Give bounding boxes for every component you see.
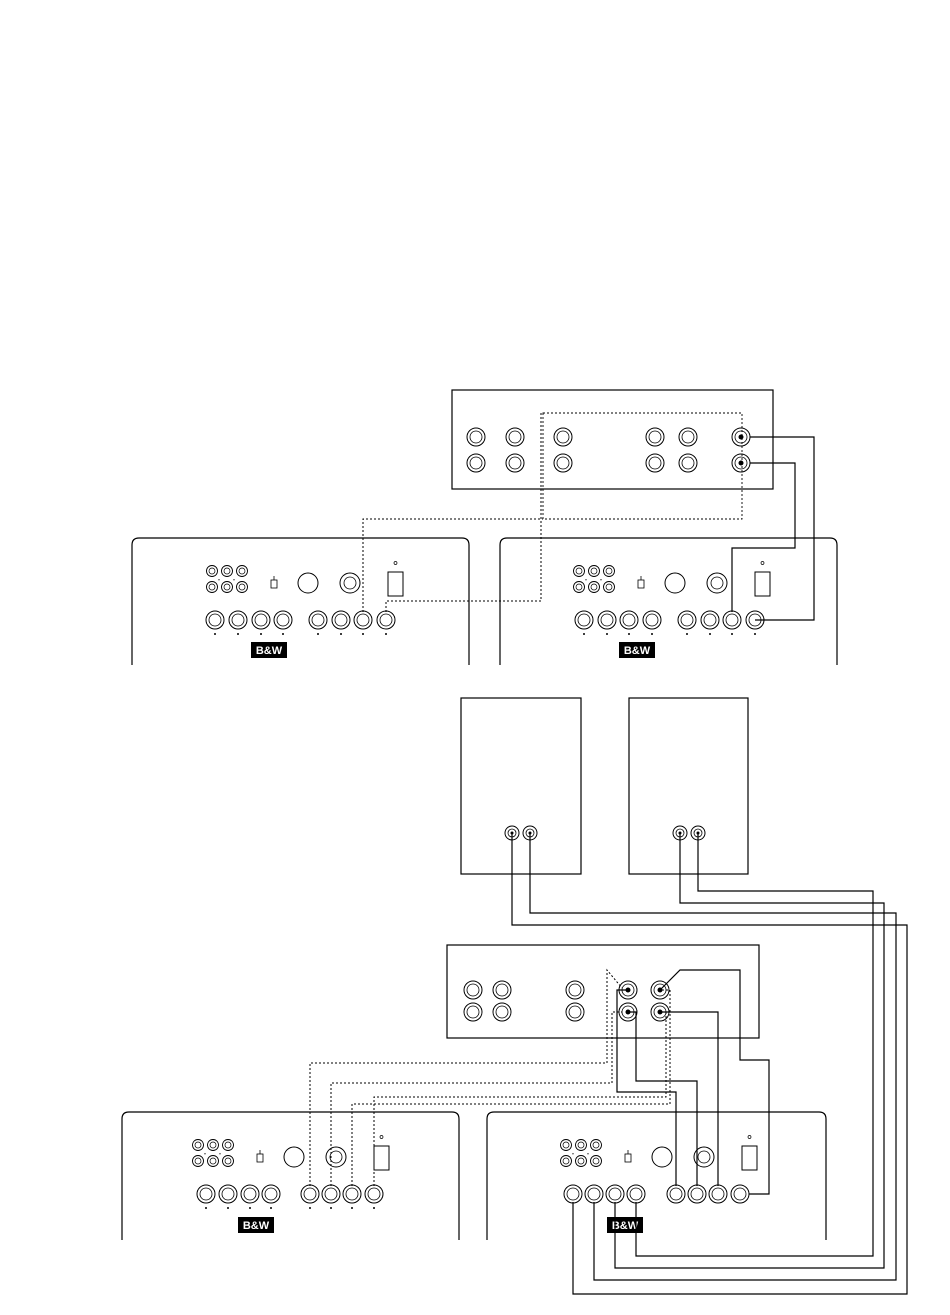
brand-logo: B&W bbox=[238, 1217, 274, 1233]
preamplifier bbox=[452, 390, 773, 519]
brand-logo: B&W bbox=[251, 642, 287, 658]
figure-top: B&W B&W bbox=[132, 390, 837, 665]
subwoofer-left-bottom: B&W bbox=[122, 1112, 459, 1240]
subwoofer-right-top: B&W bbox=[500, 538, 837, 665]
svg-text:B&W: B&W bbox=[243, 1220, 270, 1232]
svg-text:B&W: B&W bbox=[256, 645, 283, 657]
subwoofer-left-top: B&W bbox=[132, 538, 469, 665]
amplifier bbox=[447, 945, 759, 1038]
speaker-right bbox=[629, 698, 748, 874]
svg-text:B&W: B&W bbox=[612, 1220, 639, 1232]
brand-logo: B&W bbox=[619, 642, 655, 658]
brand-logo: B&W bbox=[607, 1217, 643, 1233]
speaker-left bbox=[461, 698, 581, 874]
svg-text:B&W: B&W bbox=[624, 645, 651, 657]
subwoofer-right-bottom: B&W bbox=[487, 1112, 826, 1240]
figure-bottom: B&W B&W bbox=[122, 698, 907, 1294]
